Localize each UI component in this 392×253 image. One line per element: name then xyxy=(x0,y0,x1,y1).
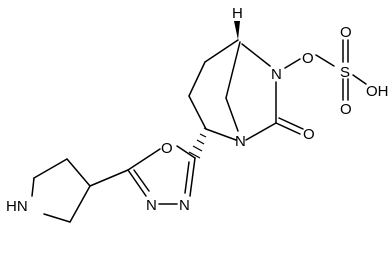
atom-n-ring-1: N xyxy=(146,197,157,214)
atom-oh: OH xyxy=(366,83,389,100)
atom-o-s-top: O xyxy=(340,24,352,41)
bond-oxa-n3-c2 xyxy=(189,157,196,197)
bond-c4-n-urea xyxy=(205,128,237,141)
bond-oxa-o-c5 xyxy=(127,148,161,171)
atom-hn-pyrrolidine: HN xyxy=(6,198,28,215)
bond-c1-c2 xyxy=(204,39,239,63)
bond-s-oh xyxy=(352,74,367,85)
atom-o-link: O xyxy=(302,50,314,67)
bond-c2-c3 xyxy=(188,61,206,97)
bond-pyr-c2-c3 xyxy=(69,185,91,223)
bond-bridge-c1 xyxy=(225,41,241,99)
atom-h-bridgehead: H xyxy=(232,5,243,22)
bond-oxa-pyrrolidine xyxy=(89,169,129,187)
bond-pyr-c5-n xyxy=(31,177,35,197)
atom-o-s-bottom: O xyxy=(340,101,352,118)
wedge-bond-h xyxy=(234,21,240,40)
bond-pyr-n-c2 xyxy=(43,213,71,223)
bond-n-urea-carbonyl xyxy=(245,122,277,141)
bond-c3-c4 xyxy=(188,95,207,130)
bond-o-link-s xyxy=(315,54,335,67)
bond-n-sulfate-c1 xyxy=(241,43,271,67)
bond-oxa-c5-n4 xyxy=(127,169,147,197)
bond-oxa-n3-c2-double xyxy=(184,161,190,194)
atom-n-ring-2: N xyxy=(179,197,190,214)
atom-n-urea: N xyxy=(235,133,246,150)
bond-oxa-c2-o xyxy=(176,145,196,159)
bond-pyr-c4-c5 xyxy=(33,158,68,179)
bond-carbonyl-o-1 xyxy=(275,122,301,135)
atom-s: S xyxy=(340,64,350,81)
atom-o-carbonyl: O xyxy=(303,126,315,143)
hashed-bond-c4-oxadiazole xyxy=(188,127,209,159)
bond-pyr-c3-c4 xyxy=(66,158,91,187)
atom-n-sulfate: N xyxy=(271,66,282,83)
atom-o-ring: O xyxy=(161,140,173,157)
bond-oxa-c5-n4-double xyxy=(133,169,150,192)
bond-carbonyl-o-2 xyxy=(278,117,304,130)
bond-bridge-n-urea xyxy=(225,97,239,132)
bond-n-o-link xyxy=(284,58,301,69)
